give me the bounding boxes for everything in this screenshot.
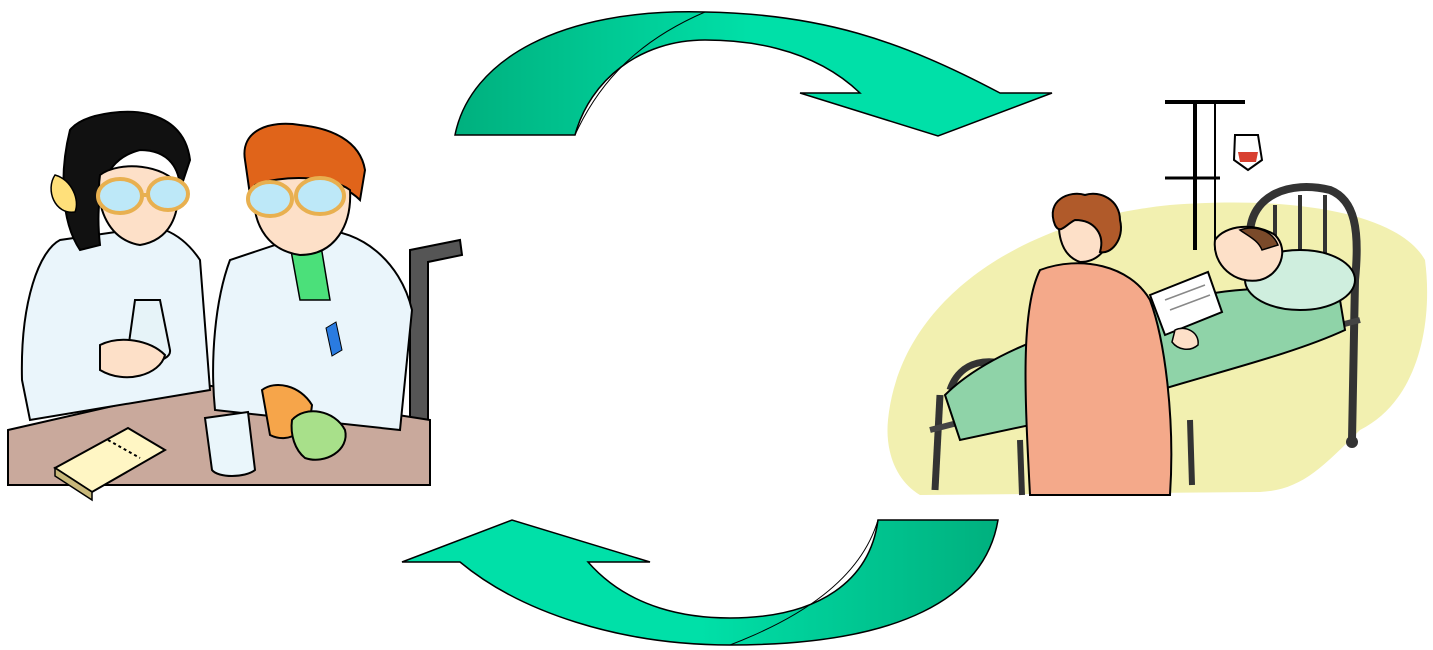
lab-scientists-illustration <box>8 112 462 500</box>
scientist-girl <box>22 112 210 420</box>
hospital-patient-illustration <box>887 100 1427 495</box>
scientist-boy <box>213 124 412 460</box>
beaker-icon <box>205 412 255 476</box>
arrow-clinic-to-research <box>402 520 998 645</box>
arrow-research-to-clinic <box>455 12 1052 136</box>
wheelchair-icon <box>410 240 462 420</box>
